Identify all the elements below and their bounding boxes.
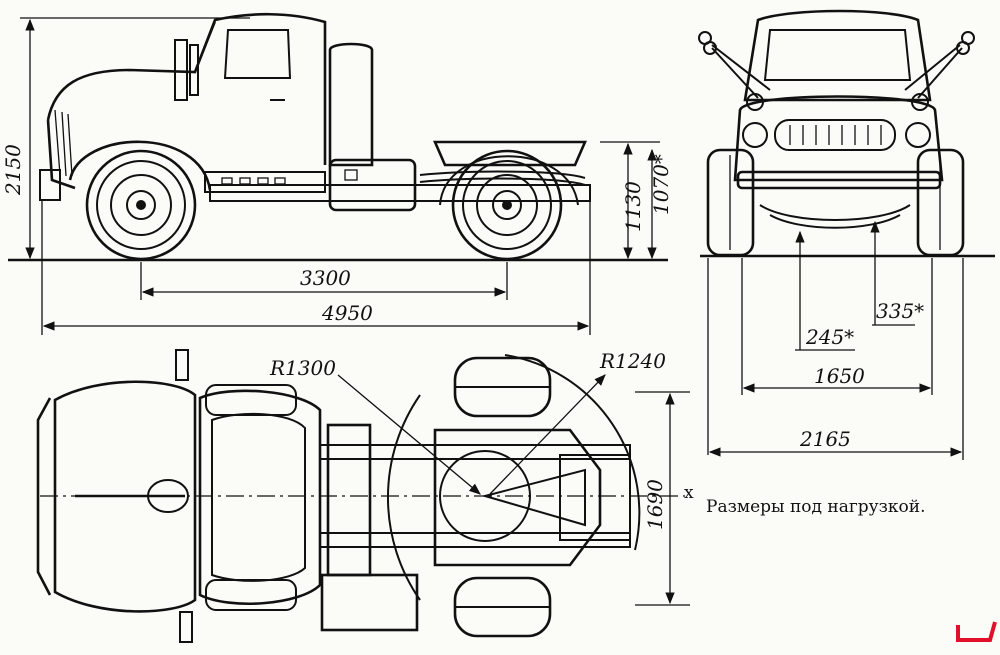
radius-rear-label: R1240 — [599, 349, 666, 373]
fifth-wheel-top — [433, 428, 602, 567]
axis-mark: x — [684, 483, 694, 503]
width-label: 2165 — [799, 427, 851, 451]
tank-top — [326, 423, 372, 577]
rear-wheel — [451, 149, 563, 261]
corner-mark — [956, 621, 997, 642]
length-label: 4950 — [321, 301, 373, 325]
fuel-tank — [328, 158, 417, 212]
plan-width-label: 1690 — [643, 479, 667, 530]
windshield — [763, 29, 912, 81]
cab-roof — [198, 389, 322, 605]
wheelbase-label: 3300 — [300, 266, 351, 290]
rear-clearance-label: 335* — [876, 299, 924, 323]
fifth-wheel-height-label: 1070* — [649, 154, 673, 215]
radius-arc-rear — [504, 354, 641, 551]
grille — [774, 119, 896, 151]
right-headlight — [905, 122, 931, 148]
left-headlight — [742, 122, 768, 148]
top-view: R1300 R1240 1690 x — [36, 349, 694, 643]
height-label: 2150 — [1, 144, 25, 196]
front-wheel — [85, 149, 197, 261]
left-front-tire — [706, 148, 755, 257]
radius-arc-front — [386, 394, 421, 601]
frame-height-label: 1130 — [621, 181, 645, 232]
front-fender — [68, 140, 212, 191]
side-view: 2150 1130 1070* 3300 4950 — [1, 12, 673, 335]
load-caption: Размеры под нагрузкой. — [706, 497, 926, 517]
right-front-tire — [916, 148, 965, 257]
front-view: 245* 335* 1650 2165 — [698, 9, 995, 460]
hood-top — [53, 380, 197, 613]
chassis-frame — [209, 184, 591, 202]
fifth-wheel — [433, 140, 587, 167]
track-label: 1650 — [814, 364, 865, 388]
air-tank — [328, 42, 374, 167]
front-cab — [743, 9, 932, 102]
radius-front-label: R1300 — [269, 356, 336, 380]
cab-window — [223, 29, 292, 79]
front-clearance-label: 245* — [805, 325, 854, 349]
